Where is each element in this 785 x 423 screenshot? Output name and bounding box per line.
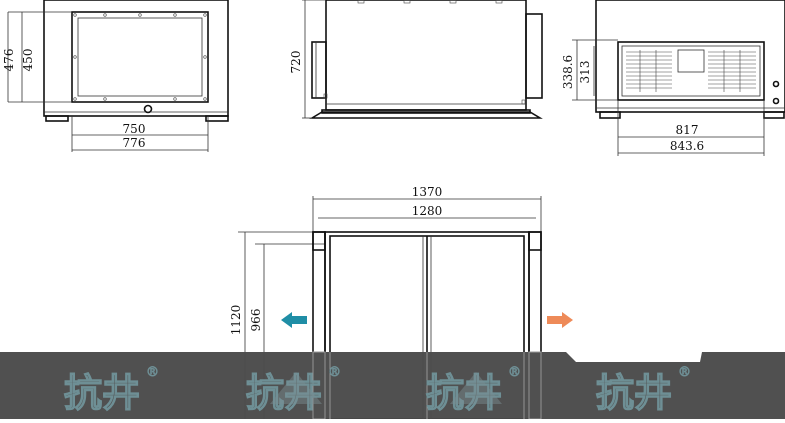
rear-access-cover — [677, 49, 705, 73]
rear-housing — [595, 0, 785, 113]
rear-port-icon — [772, 80, 780, 88]
rear-drain-icon — [772, 97, 780, 105]
side-housing — [325, 0, 527, 111]
rear-view: 338.6 313 817 843.6 — [561, 0, 785, 156]
top-depth-inner-label: 966 — [249, 309, 263, 332]
front-foot-left — [45, 115, 69, 122]
front-view: 476 450 750 776 — [2, 0, 229, 152]
watermark-band: 抗井 ® 抗井 ® 抗井 ® 抗井 ® — [0, 351, 785, 420]
side-outlet-flange — [311, 41, 327, 99]
front-filter-frame — [71, 11, 209, 103]
drain-port-icon — [143, 104, 153, 114]
watermark-reg-1: ® — [146, 365, 159, 380]
watermark-text-4: 抗井 — [596, 371, 672, 415]
watermark-text-3: 抗井 — [426, 371, 502, 415]
rear-width-inner-label: 817 — [676, 123, 699, 137]
rear-grille-left — [626, 50, 672, 92]
rear-foot-right — [763, 111, 785, 119]
rear-foot-left — [599, 111, 621, 119]
side-height-label: 720 — [289, 51, 303, 74]
airflow-inlet-arrow — [547, 312, 573, 328]
top-width-outer-label: 1370 — [412, 185, 443, 199]
rear-panel — [617, 41, 765, 101]
top-width-inner-label: 1280 — [412, 204, 443, 218]
top-depth-outer-label: 1120 — [229, 305, 243, 336]
watermark-logo-repeats: 抗井 ® 抗井 ® 抗井 ® 抗井 ® — [63, 365, 691, 416]
watermark-reg-3: ® — [508, 365, 521, 380]
front-filter-panel — [77, 17, 203, 97]
watermark-reg-2: ® — [328, 365, 341, 380]
rear-grille-right — [708, 50, 756, 92]
rear-height-inner-label: 313 — [578, 61, 592, 84]
front-housing — [43, 0, 229, 117]
front-height-outer-label: 476 — [2, 49, 16, 72]
rear-height-outer-label: 338.6 — [561, 55, 575, 89]
front-foot-right — [205, 115, 229, 122]
airflow-outlet-arrow — [281, 312, 307, 328]
watermark-text-1: 抗井 — [64, 371, 140, 415]
watermark-reg-4: ® — [678, 365, 691, 380]
front-height-inner-label: 450 — [21, 49, 35, 72]
side-inlet-flange — [525, 13, 543, 99]
front-width-inner-label: 750 — [123, 122, 146, 136]
rear-width-outer-label: 843.6 — [670, 139, 704, 153]
front-width-outer-label: 776 — [123, 136, 146, 150]
watermark-text-2: 抗井 — [246, 371, 322, 415]
side-view: 720 — [289, 0, 543, 119]
